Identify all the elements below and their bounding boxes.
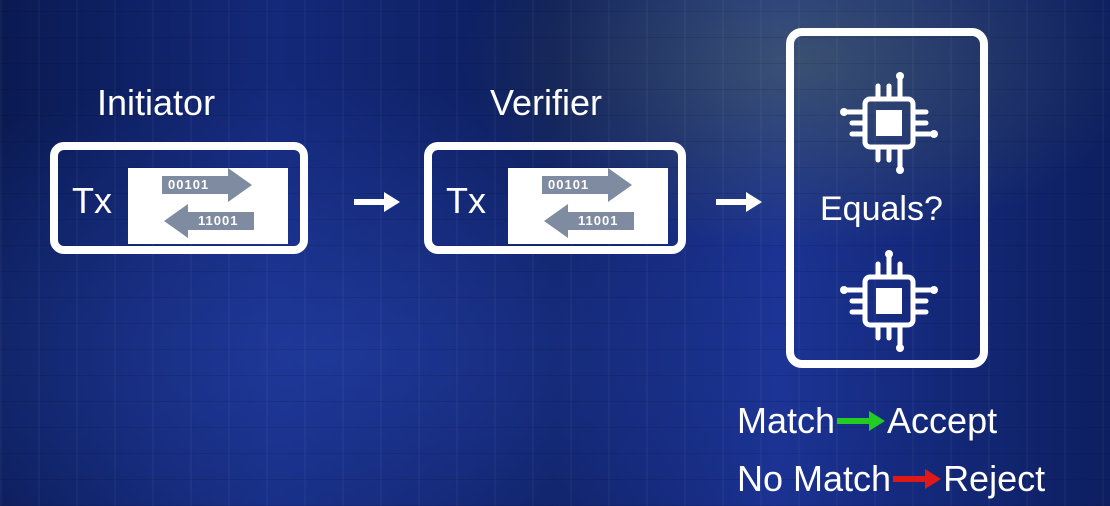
no-match-condition: No Match [737, 458, 892, 499]
initiator-outgoing-bits: 00101 [164, 177, 214, 193]
initiator-box: Tx 00101 11001 [50, 142, 308, 254]
cpu-chip-icon [840, 72, 938, 174]
verifier-box: Tx 00101 11001 [424, 142, 686, 254]
red-arrow-icon [893, 469, 942, 489]
green-arrow-shape [837, 411, 886, 431]
result-match-row: Match Accept [737, 400, 997, 442]
initiator-incoming-bits: 11001 [194, 213, 243, 229]
equals-question: Equals? [820, 190, 943, 228]
red-arrow-shape [893, 469, 942, 489]
reject-outcome: Reject [943, 458, 1046, 499]
flow-arrow-icon [716, 192, 762, 212]
verifier-outgoing-bits: 00101 [544, 177, 594, 193]
initiator-tx-label: Tx [72, 180, 112, 221]
green-arrow-icon [837, 411, 886, 431]
verifier-title: Verifier [490, 82, 603, 123]
initiator-data-card: 00101 11001 [128, 168, 288, 244]
verifier-tx-label: Tx [446, 180, 486, 221]
verifier-data-card: 00101 11001 [508, 168, 668, 244]
initiator-title: Initiator [97, 82, 216, 123]
cpu-chip-icon [840, 250, 938, 352]
accept-outcome: Accept [887, 400, 998, 441]
verifier-incoming-bits: 11001 [574, 213, 623, 229]
flow-arrow-icon [354, 192, 400, 212]
match-condition: Match [737, 400, 836, 441]
comparison-box: Equals? [786, 28, 988, 368]
result-no-match-row: No Match Reject [737, 458, 1045, 500]
